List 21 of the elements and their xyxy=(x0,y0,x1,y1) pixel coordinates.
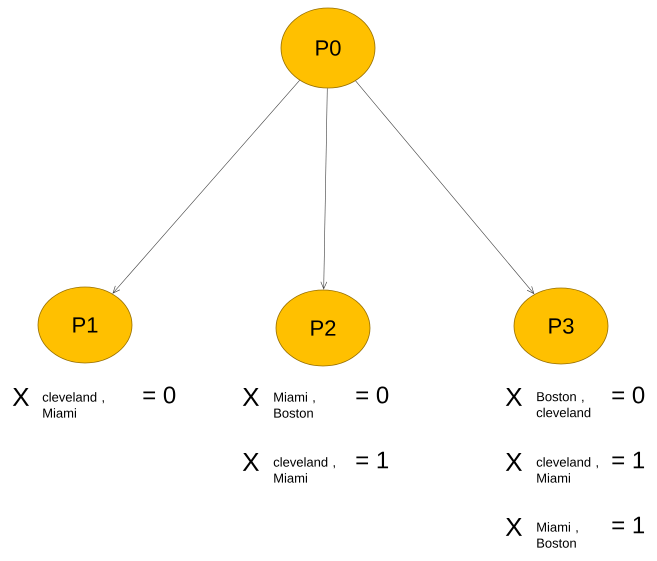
variable-symbol: X xyxy=(242,388,259,406)
arrow xyxy=(320,88,328,290)
variable-symbol: X xyxy=(506,518,522,536)
value-text: = 1 xyxy=(356,452,388,468)
subscript-text: Miami , Boston xyxy=(274,392,315,418)
value-text: = 0 xyxy=(143,386,176,404)
value-text: = 1 xyxy=(612,516,644,534)
value-text: = 1 xyxy=(612,452,644,468)
subscript-text: cleveland , Miami xyxy=(42,392,104,418)
variable-symbol: X xyxy=(12,388,29,406)
variable-symbol: X xyxy=(242,453,259,471)
subscript-text: cleveland , Miami xyxy=(536,457,598,483)
variable-symbol: X xyxy=(506,453,522,471)
subscript-text: Boston , cleveland xyxy=(536,392,590,418)
arrow xyxy=(355,80,534,294)
subscript-text: Miami , Boston xyxy=(537,522,578,548)
variable-symbol: X xyxy=(506,388,522,406)
subscript-text: cleveland , Miami xyxy=(274,457,335,483)
value-text: = 0 xyxy=(356,386,388,404)
value-text: = 0 xyxy=(612,386,644,404)
arrow xyxy=(112,80,300,294)
